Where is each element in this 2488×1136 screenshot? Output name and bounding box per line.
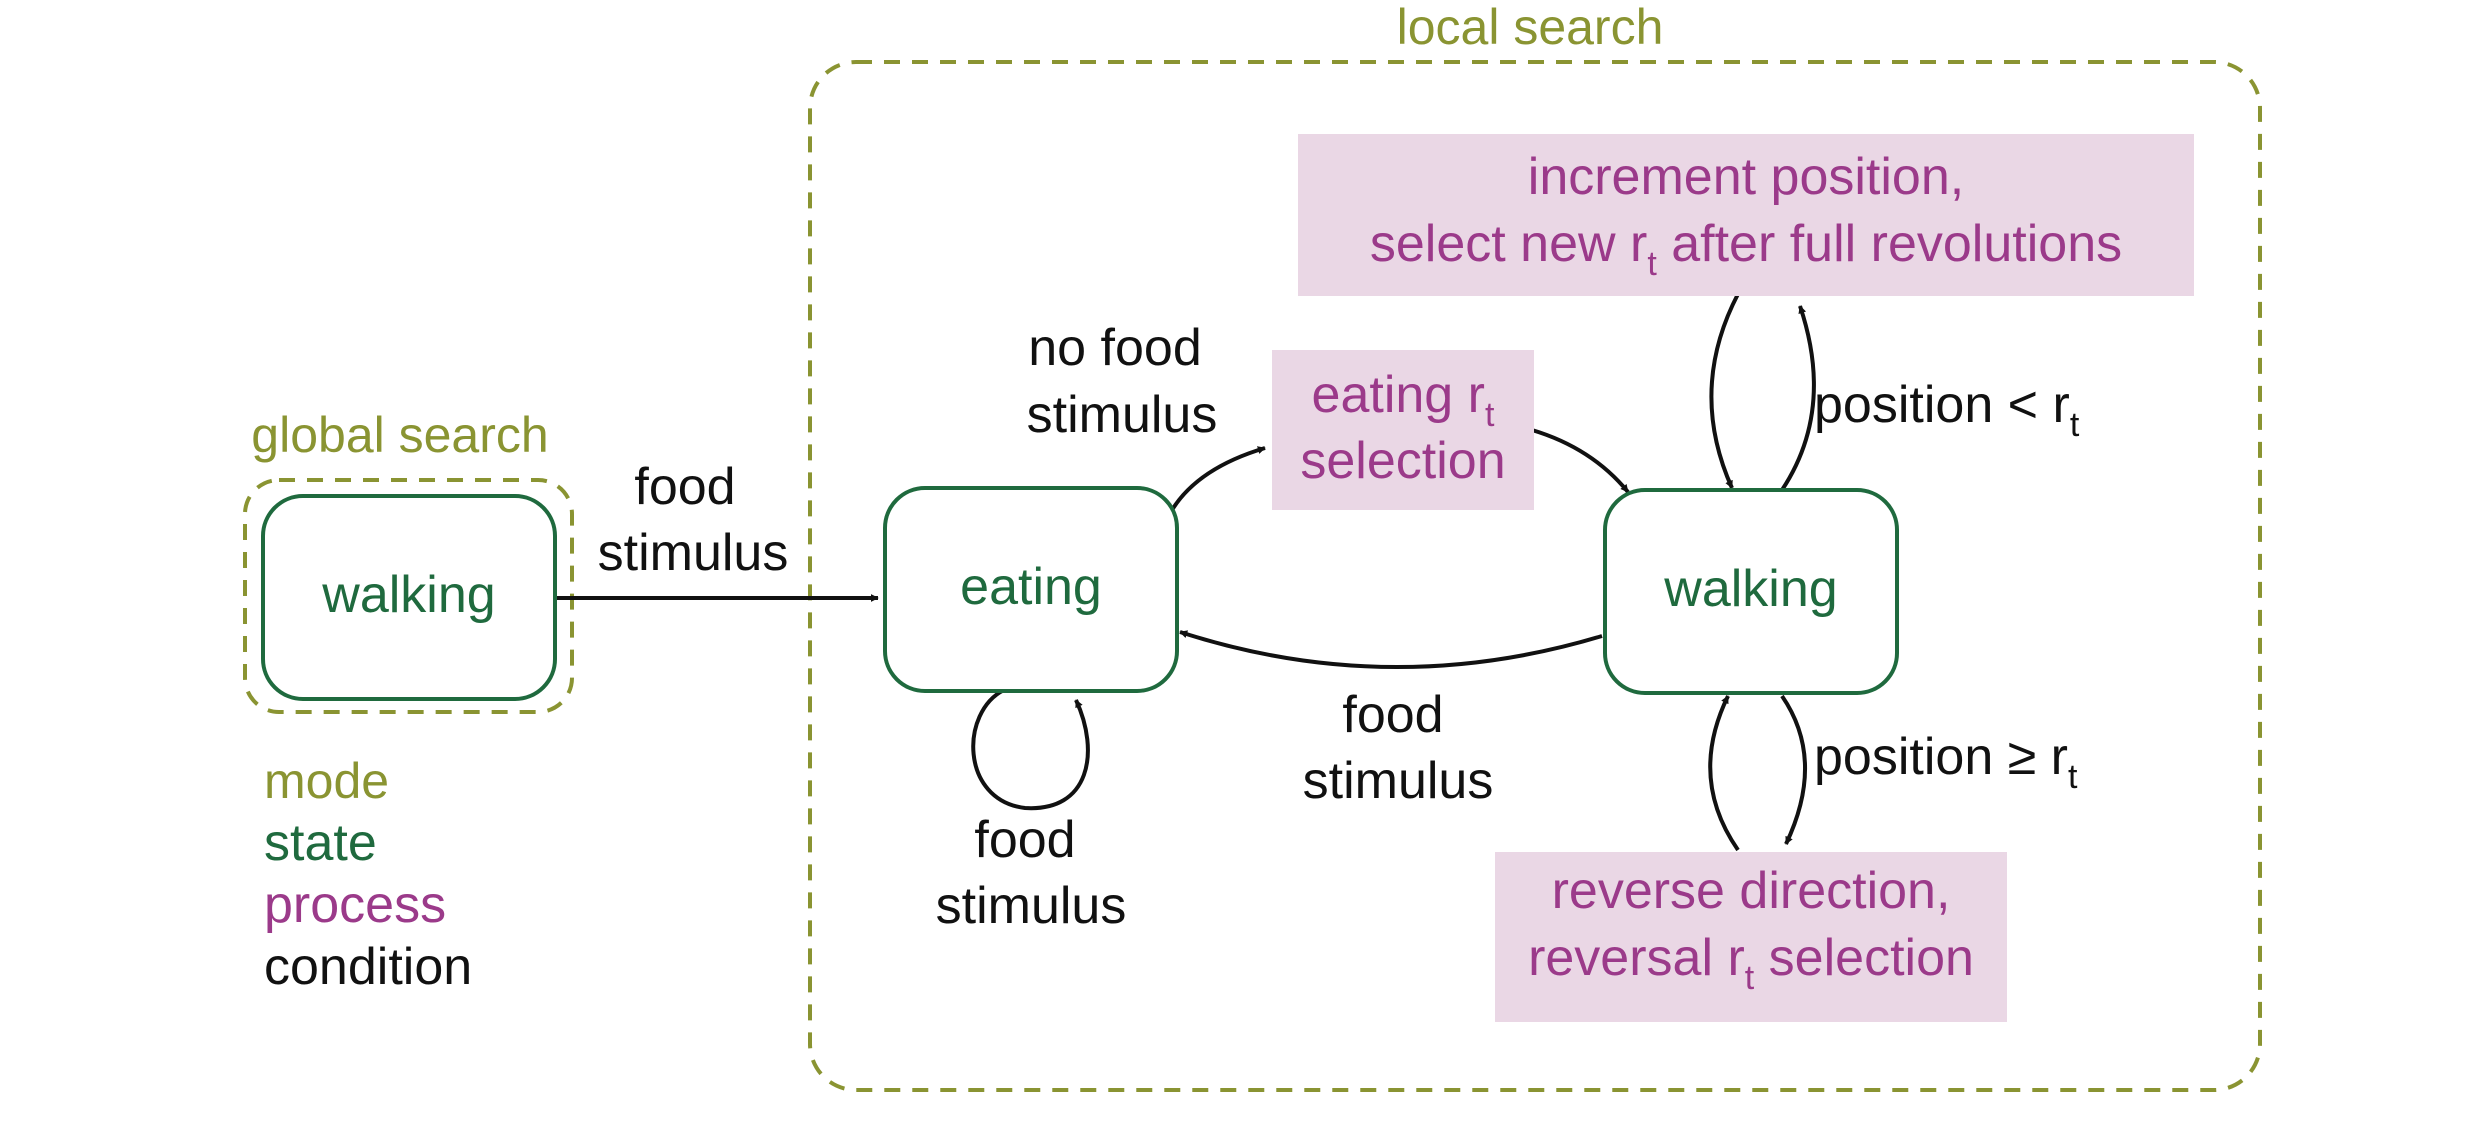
edge-walking-to-eating: [1179, 630, 1603, 670]
state-walking-local: walking: [1603, 488, 1899, 695]
svg-text:position < rt: position < rt: [1814, 376, 2080, 444]
svg-text:no food: no food: [1028, 319, 1202, 377]
legend-process: process: [264, 876, 446, 934]
svg-text:food: food: [1342, 686, 1443, 744]
condition-food-stimulus-loop: food stimulus: [936, 811, 1127, 935]
svg-text:reversal rt selection: reversal rt selection: [1528, 929, 1974, 997]
state-walking-global: walking: [261, 494, 557, 701]
legend: mode state process condition: [264, 753, 472, 996]
svg-text:reverse direction,: reverse direction,: [1552, 862, 1951, 920]
svg-text:eating rt: eating rt: [1312, 366, 1495, 434]
local-search-mode-label: local search: [1397, 0, 1664, 55]
condition-food-stimulus-entry: food stimulus: [598, 458, 789, 582]
svg-text:food: food: [634, 458, 735, 516]
edge-increment-to-walking: [1709, 293, 1740, 489]
legend-mode: mode: [264, 753, 389, 809]
process-eating-selection: eating rt selection: [1272, 350, 1534, 510]
process-increment-position: increment position, select new rt after …: [1298, 134, 2194, 296]
condition-food-stimulus-return: food stimulus: [1303, 686, 1494, 810]
svg-text:select new rt after full revol: select new rt after full revolutions: [1370, 215, 2122, 283]
svg-text:walking: walking: [1663, 560, 1837, 618]
svg-text:stimulus: stimulus: [936, 877, 1127, 935]
svg-text:selection: selection: [1300, 432, 1505, 490]
edge-walking-to-increment: [1780, 305, 1816, 492]
svg-text:stimulus: stimulus: [1027, 386, 1218, 444]
process-reverse-direction: reverse direction, reversal rt selection: [1495, 852, 2007, 1022]
edge-eating-self-loop: [971, 688, 1090, 811]
legend-state: state: [264, 814, 377, 872]
svg-text:position ≥ rt: position ≥ rt: [1814, 728, 2078, 796]
edge-selection-to-walking: [1531, 428, 1630, 494]
global-search-mode-label: global search: [251, 407, 548, 463]
edge-reverse-to-walking: [1708, 695, 1740, 852]
edge-eating-to-selection: [1170, 446, 1266, 512]
condition-position-geq: position ≥ rt: [1814, 728, 2078, 796]
svg-text:stimulus: stimulus: [598, 524, 789, 582]
edge-walking-to-reverse: [1780, 694, 1808, 845]
state-eating: eating: [883, 486, 1179, 693]
svg-text:stimulus: stimulus: [1303, 752, 1494, 810]
svg-text:walking: walking: [321, 566, 495, 624]
svg-text:increment position,: increment position,: [1528, 148, 1964, 206]
svg-text:food: food: [974, 811, 1075, 869]
legend-condition: condition: [264, 938, 472, 996]
condition-position-less: position < rt: [1814, 376, 2080, 444]
svg-text:eating: eating: [960, 558, 1102, 616]
condition-no-food-stimulus: no food stimulus: [1027, 319, 1218, 444]
local-search-mode-box: [808, 60, 2262, 1092]
